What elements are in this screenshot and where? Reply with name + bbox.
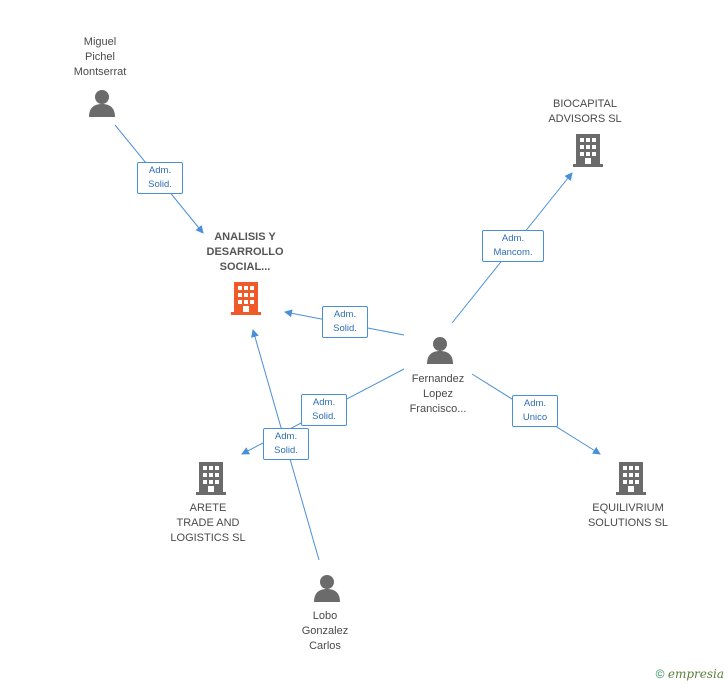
person-icon-fernandez[interactable] [427,337,453,364]
label-biocapital[interactable]: BIOCAPITAL ADVISORS SL [548,98,622,125]
edge-label-fernandez-biocapital[interactable]: Adm. Mancom. [482,230,544,262]
edge-label-miguel-focus[interactable]: Adm. Solid. [137,162,183,194]
person-icon-lobo[interactable] [314,575,340,602]
building-icon-equilivrium[interactable] [616,462,646,495]
copyright-symbol: © [655,667,665,681]
building-icon-focus[interactable] [231,282,261,315]
edge-label-fernandez-focus[interactable]: Adm. Solid. [322,306,368,338]
label-fernandez[interactable]: Fernandez Lopez Francisco... [409,373,467,415]
label-miguel[interactable]: Miguel Pichel Montserrat [73,36,127,78]
edge-label-lobo-focus[interactable]: Adm. Solid. [263,428,309,460]
building-icon-biocapital[interactable] [573,134,603,167]
edge-label-fernandez-equilivrium[interactable]: Adm. Unico [512,395,558,427]
label-equilivrium[interactable]: EQUILIVRIUM SOLUTIONS SL [587,502,669,529]
building-icon-arete[interactable] [196,462,226,495]
label-lobo[interactable]: Lobo Gonzalez Carlos [301,610,349,652]
label-arete[interactable]: ARETE TRADE AND LOGISTICS SL [170,502,246,544]
edge-label-fernandez-arete[interactable]: Adm. Solid. [301,394,347,426]
label-focus-company[interactable]: ANALISIS Y DESARROLLO SOCIAL... [206,231,284,273]
person-icon-miguel[interactable] [89,90,115,117]
footer-brand: © empresia [656,667,724,681]
empresia-logo[interactable]: empresia [667,667,724,681]
